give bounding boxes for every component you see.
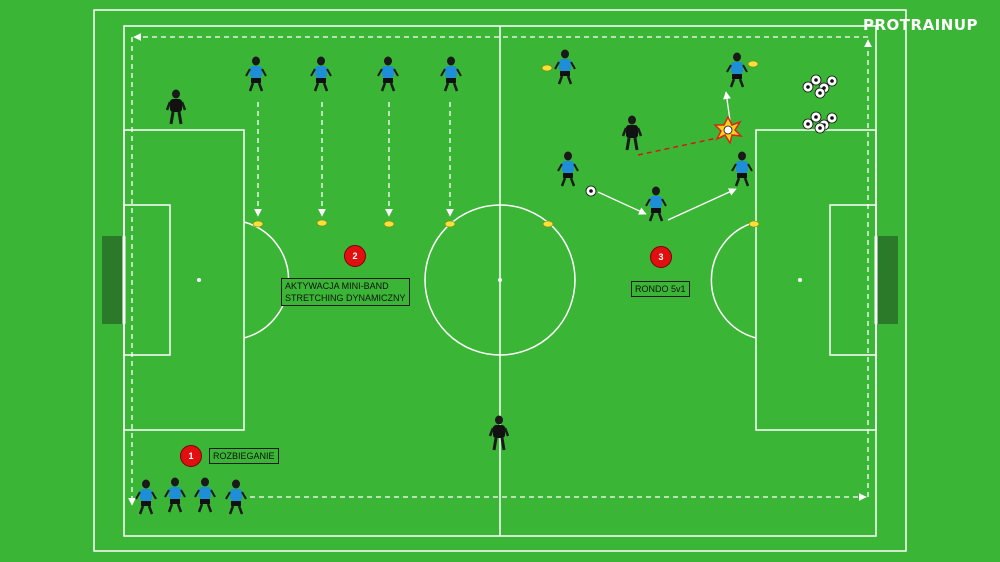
left-goal — [102, 236, 124, 324]
goalkeeper-icon — [165, 88, 187, 126]
player-icon — [376, 55, 400, 93]
cone-icon — [541, 64, 553, 72]
station-1-players — [134, 476, 248, 516]
explosion-icon — [713, 115, 744, 145]
right-goal — [876, 236, 898, 324]
player-icon — [163, 476, 187, 514]
player-icon — [730, 150, 754, 188]
station-3-label: RONDO 5v1 — [631, 281, 690, 297]
cone-icon — [383, 220, 395, 228]
station-2-label: AKTYWACJA MINI-BAND STRETCHING DYNAMICZN… — [281, 278, 410, 306]
pressing-run-line — [637, 136, 723, 156]
defender-icon — [621, 114, 643, 152]
player-icon — [439, 55, 463, 93]
player-icon — [725, 51, 749, 89]
coach-icon — [488, 414, 510, 452]
player-icon — [134, 478, 158, 516]
cone-icon — [316, 219, 328, 227]
cone-icon — [252, 220, 264, 228]
cone-icon — [748, 220, 760, 228]
activation-arrows — [254, 102, 454, 217]
player-icon — [553, 48, 577, 86]
rondo-pass-arrows — [597, 91, 737, 221]
station-2-badge: 2 — [344, 245, 366, 267]
cone-icon — [747, 60, 759, 68]
station-1-badge: 1 — [180, 445, 202, 467]
player-icon — [556, 150, 580, 188]
ball-icon — [585, 185, 597, 197]
player-icon — [193, 476, 217, 514]
cone-icon — [542, 220, 554, 228]
station-1-label: ROZBIEGANIE — [209, 448, 279, 464]
station-2-players — [244, 55, 463, 93]
station-3-badge: 3 — [650, 246, 672, 268]
player-icon — [309, 55, 333, 93]
run-route-arrows — [128, 33, 872, 506]
player-icon — [644, 185, 668, 223]
brand-logo: PROTRAINUP — [863, 16, 978, 34]
player-icon — [244, 55, 268, 93]
cone-icon — [444, 220, 456, 228]
cones — [252, 60, 760, 228]
player-icon — [224, 478, 248, 516]
ball-pile-icon — [802, 74, 838, 99]
